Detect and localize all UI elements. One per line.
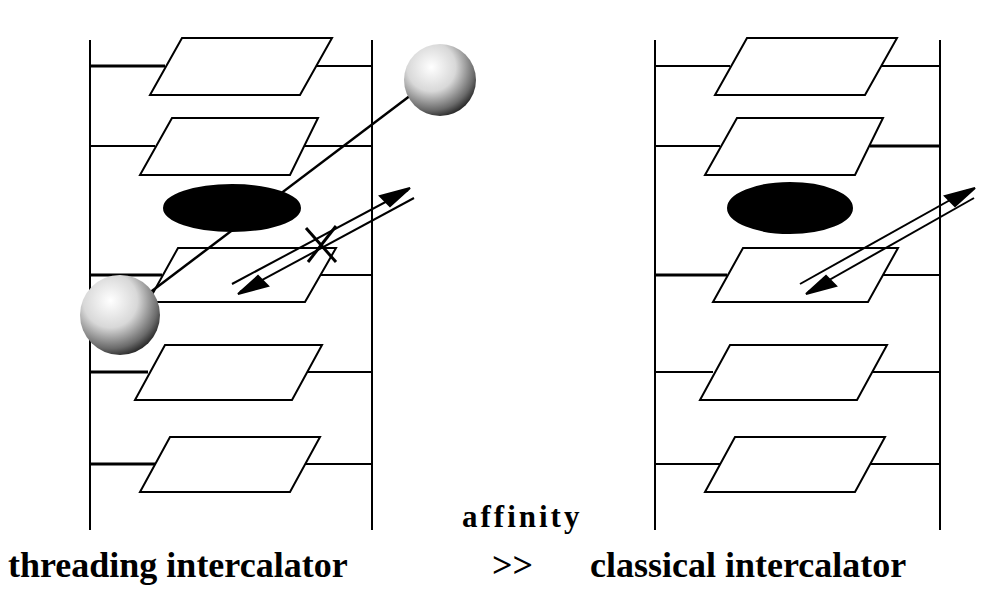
base-link bbox=[90, 463, 155, 466]
base-pair bbox=[140, 118, 318, 175]
base-pair bbox=[140, 437, 320, 492]
block-cross bbox=[308, 226, 336, 262]
arrow-head bbox=[945, 188, 975, 206]
bulky-substituent bbox=[80, 275, 160, 355]
arrow-head bbox=[806, 276, 836, 294]
dna-backbone bbox=[371, 40, 373, 530]
base-pair bbox=[715, 38, 897, 95]
compound-label: threading intercalator bbox=[8, 546, 348, 586]
base-link bbox=[90, 65, 165, 68]
base-link bbox=[880, 65, 940, 67]
exchange-arrow bbox=[808, 198, 974, 292]
intercalator-core bbox=[728, 183, 852, 233]
exchange-arrow bbox=[240, 198, 414, 292]
base-link bbox=[90, 371, 148, 374]
base-link bbox=[655, 463, 720, 465]
dna-backbone bbox=[89, 40, 91, 530]
base-link bbox=[655, 145, 720, 147]
base-pair bbox=[700, 345, 887, 400]
linker-chain bbox=[140, 92, 415, 300]
axis-label: affinity bbox=[462, 500, 582, 534]
base-link bbox=[882, 274, 940, 276]
base-pair bbox=[705, 437, 885, 492]
base-link bbox=[655, 65, 730, 67]
base-link bbox=[307, 371, 372, 373]
exchange-arrow bbox=[232, 190, 408, 284]
base-link bbox=[655, 274, 727, 277]
base-pair bbox=[705, 118, 883, 175]
base-link bbox=[870, 145, 940, 148]
intercalator-core bbox=[164, 185, 300, 231]
base-link bbox=[90, 145, 155, 147]
base-pair bbox=[135, 345, 322, 400]
base-link bbox=[305, 463, 372, 465]
dna-backbone bbox=[654, 40, 656, 530]
bulky-substituent bbox=[404, 44, 476, 116]
exchange-arrow bbox=[800, 190, 968, 284]
comparison-sign: >> bbox=[492, 546, 533, 586]
base-pair bbox=[150, 38, 332, 95]
compound-label: classical intercalator bbox=[590, 546, 906, 586]
arrow-head bbox=[238, 276, 268, 294]
base-link bbox=[315, 65, 372, 67]
base-link bbox=[870, 463, 940, 465]
arrow-head bbox=[380, 188, 410, 206]
base-link bbox=[872, 371, 940, 373]
base-link bbox=[655, 371, 713, 373]
base-link bbox=[320, 274, 372, 276]
dna-backbone bbox=[939, 40, 941, 530]
base-link bbox=[304, 145, 372, 147]
